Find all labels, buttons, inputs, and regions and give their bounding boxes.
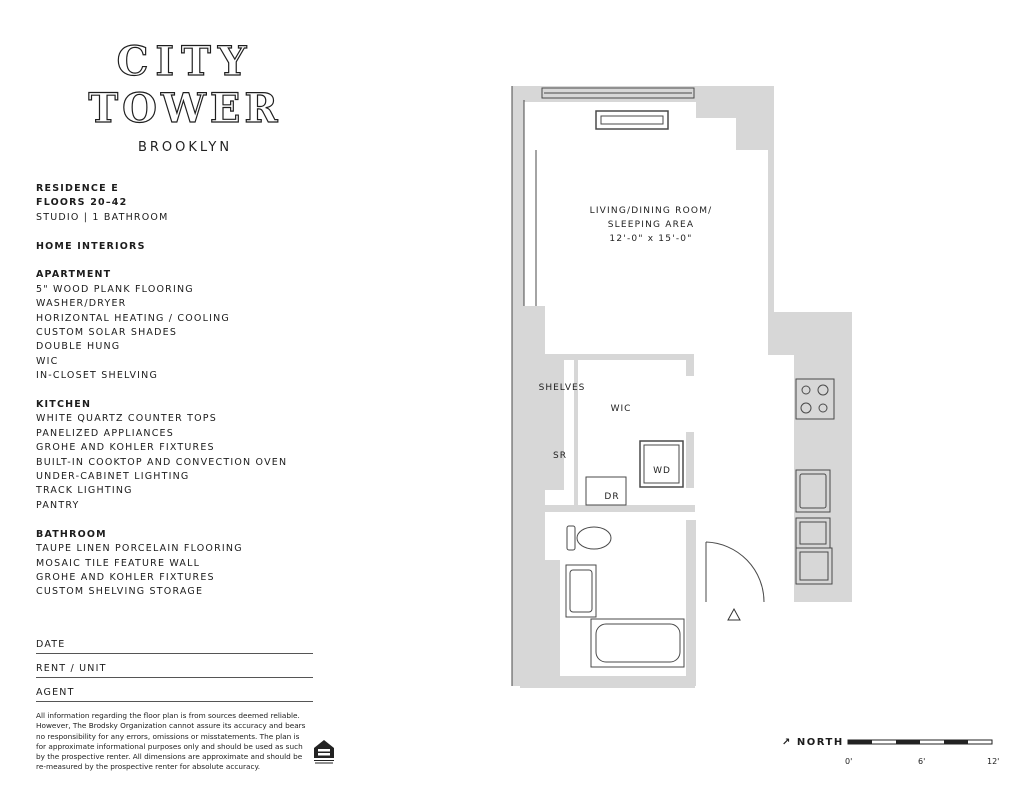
home-interiors-heading: HOME INTERIORS xyxy=(36,240,146,252)
list-item: DOUBLE HUNG xyxy=(36,341,121,353)
scale-label-6: 6' xyxy=(918,757,926,766)
bathroom-heading: BATHROOM xyxy=(36,528,107,540)
logo-tower: TOWER xyxy=(88,84,282,132)
scale-label-0: 0' xyxy=(845,757,853,766)
list-item: MOSAIC TILE FEATURE WALL xyxy=(36,557,201,569)
list-item: BUILT-IN COOKTOP AND CONVECTION OVEN xyxy=(36,456,288,468)
list-item: GROHE AND KOHLER FIXTURES xyxy=(36,442,215,454)
shelves-label: SHELVES xyxy=(539,383,586,393)
apartment-heading: APARTMENT xyxy=(36,269,112,281)
agent-label: AGENT xyxy=(36,687,75,698)
disclaimer: All information regarding the floor plan… xyxy=(36,711,306,772)
sleeping-area-label: SLEEPING AREA xyxy=(608,220,695,230)
list-item: WASHER/DRYER xyxy=(36,298,127,310)
rent-unit-label: RENT / UNIT xyxy=(36,663,107,674)
list-item: UNDER-CABINET LIGHTING xyxy=(36,471,190,483)
list-item: 5" WOOD PLANK FLOORING xyxy=(36,283,194,295)
list-item: PANELIZED APPLIANCES xyxy=(36,427,174,439)
residence-floors: FLOORS 20–42 xyxy=(36,197,128,209)
equal-housing-icon xyxy=(314,740,334,764)
north-label: NORTH xyxy=(796,737,844,748)
wic-label: WIC xyxy=(611,404,632,414)
list-item: TRACK LIGHTING xyxy=(36,485,133,497)
north-indicator: ↗ NORTH xyxy=(782,737,844,748)
logo-city: CITY xyxy=(116,37,254,85)
date-field[interactable]: DATE xyxy=(36,639,313,654)
list-item: IN-CLOSET SHELVING xyxy=(36,370,159,382)
agent-field[interactable]: AGENT xyxy=(36,687,313,702)
scale-label-12: 12' xyxy=(987,757,1000,766)
wd-label: WD xyxy=(653,466,671,476)
north-arrow-icon: ↗ xyxy=(782,737,792,748)
list-item: WHITE QUARTZ COUNTER TOPS xyxy=(36,413,217,425)
scale-bar xyxy=(847,739,993,745)
list-item: WIC xyxy=(36,355,59,367)
rent-unit-field[interactable]: RENT / UNIT xyxy=(36,663,313,678)
residence-type: STUDIO | 1 BATHROOM xyxy=(36,211,169,223)
list-item: GROHE AND KOHLER FIXTURES xyxy=(36,571,215,583)
list-item: HORIZONTAL HEATING / COOLING xyxy=(36,312,230,324)
list-item: CUSTOM SHELVING STORAGE xyxy=(36,586,204,598)
kitchen-heading: KITCHEN xyxy=(36,399,92,411)
list-item: PANTRY xyxy=(36,499,80,511)
dr-label: DR xyxy=(604,492,619,502)
logo-brooklyn: BROOKLYN xyxy=(137,140,233,155)
residence-name: RESIDENCE E xyxy=(36,183,119,194)
features-list: RESIDENCE E FLOORS 20–42 STUDIO | 1 BATH… xyxy=(36,182,336,600)
date-label: DATE xyxy=(36,639,66,650)
list-item: CUSTOM SOLAR SHADES xyxy=(36,327,178,339)
living-room-label: LIVING/DINING ROOM/ xyxy=(590,206,713,216)
living-room-dimensions: 12'-0" x 15'-0" xyxy=(609,234,692,244)
sr-label: SR xyxy=(553,451,567,461)
list-item: TAUPE LINEN PORCELAIN FLOORING xyxy=(36,543,243,555)
